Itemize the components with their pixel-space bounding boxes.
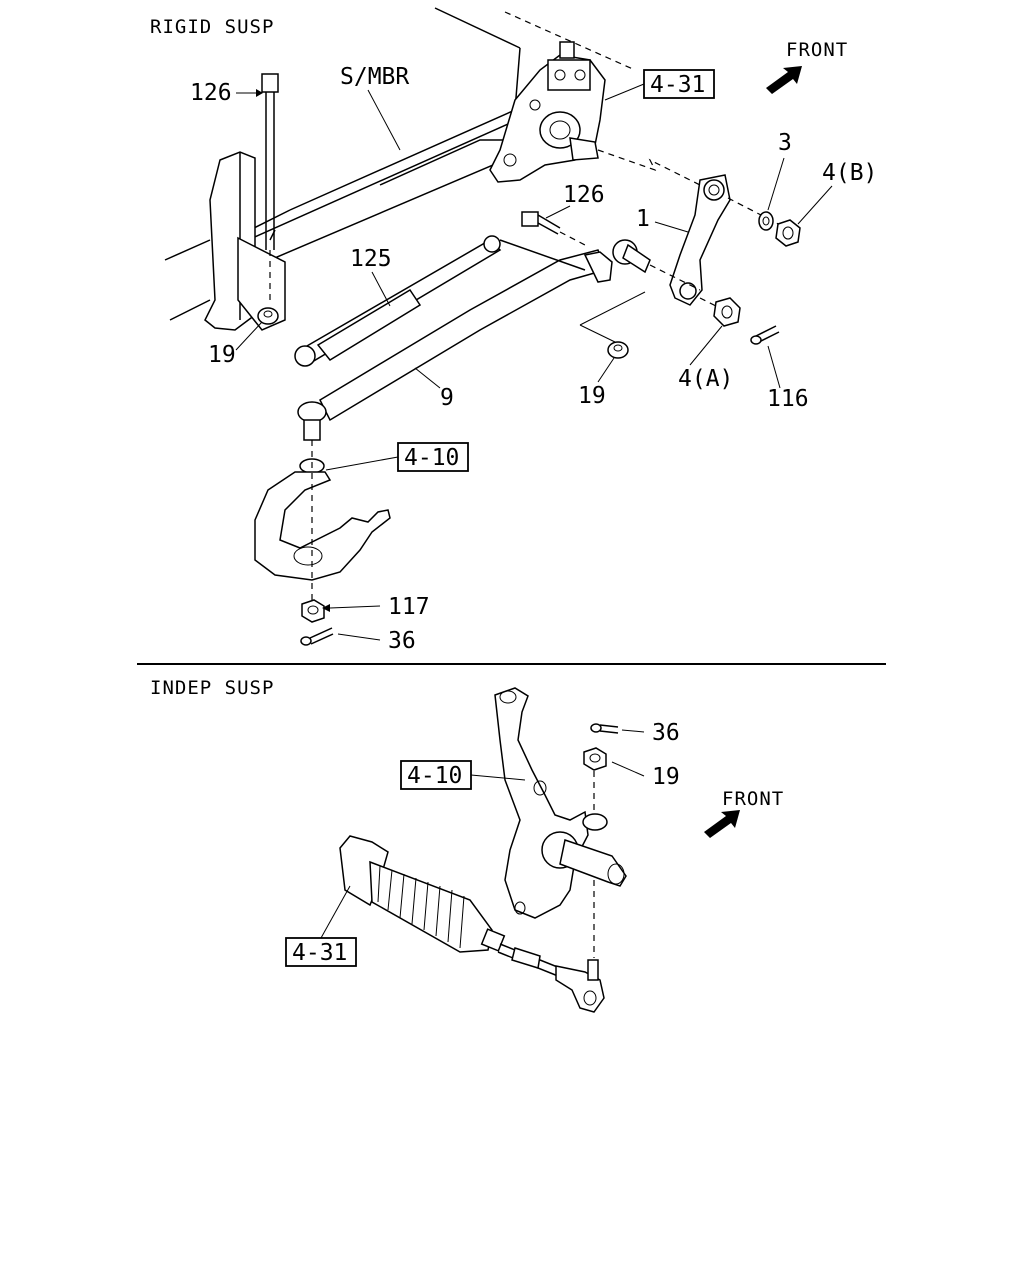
steering-gear-box: [489, 41, 701, 186]
ref-label-4-10-indep: 4-10: [407, 763, 462, 789]
label-19-left: 19: [208, 342, 236, 368]
cotter-pin-36-indep: [590, 723, 619, 734]
cotter-pin-36-rigid: [300, 627, 334, 646]
ref-box-4-31-rigid[interactable]: 4-31: [643, 69, 715, 99]
label-36-indep: 36: [652, 720, 680, 746]
label-116: 116: [767, 386, 809, 412]
label-1: 1: [636, 206, 650, 232]
label-126-mid: 126: [563, 182, 605, 208]
pitman-arm: [669, 174, 731, 306]
label-4a: 4(A): [678, 366, 733, 392]
castle-nut-19-indep: [583, 747, 607, 771]
rod-125: [294, 235, 502, 367]
label-36-rigid: 36: [388, 628, 416, 654]
label-125: 125: [350, 246, 392, 272]
castle-nut-117: [301, 599, 325, 623]
label-4b: 4(B): [822, 160, 877, 186]
bolt-126-mid: [521, 211, 586, 246]
rigid-susp-section: RIGID SUSP FRONT S/MBR: [150, 7, 877, 654]
ref-label-4-31-indep: 4-31: [292, 940, 347, 966]
label-3: 3: [778, 130, 792, 156]
ref-box-4-10-rigid[interactable]: 4-10: [397, 442, 469, 472]
washer-3: [758, 211, 774, 231]
label-126-upper: 126: [190, 80, 232, 106]
front-label-rigid: FRONT: [786, 39, 848, 61]
frame-side-member: [164, 7, 636, 331]
steering-rack-boot: [339, 835, 605, 1013]
ref-label-4-10-rigid: 4-10: [404, 445, 459, 471]
bolt-126-upper: [261, 73, 279, 300]
ball-joint-pitman: [612, 239, 701, 291]
nut-4b: [775, 219, 801, 247]
ref-box-4-10-indep[interactable]: 4-10: [400, 760, 472, 790]
ref-box-4-31-indep[interactable]: 4-31: [285, 937, 357, 967]
nut-19-left: [257, 307, 279, 325]
label-19-right: 19: [578, 383, 606, 409]
knuckle-arm-rigid: [254, 440, 391, 600]
ref-label-4-31-rigid: 4-31: [650, 72, 705, 98]
front-arrow-icon: [704, 810, 740, 838]
indep-susp-section: INDEP SUSP FRONT 4-10: [150, 677, 784, 1013]
tie-rod-9: [297, 239, 613, 441]
cotter-pin-116: [750, 325, 780, 345]
label-117: 117: [388, 594, 430, 620]
steering-knuckle-indep: [494, 687, 627, 919]
label-9: 9: [440, 385, 454, 411]
label-s-mbr: S/MBR: [340, 64, 409, 90]
front-label-indep: FRONT: [722, 788, 784, 810]
nut-19-right: [607, 341, 629, 359]
section-title-indep: INDEP SUSP: [150, 677, 274, 699]
nut-4a: [713, 297, 741, 327]
front-arrow-icon: [766, 66, 802, 94]
label-19-indep: 19: [652, 764, 680, 790]
section-title-rigid: RIGID SUSP: [150, 16, 274, 38]
